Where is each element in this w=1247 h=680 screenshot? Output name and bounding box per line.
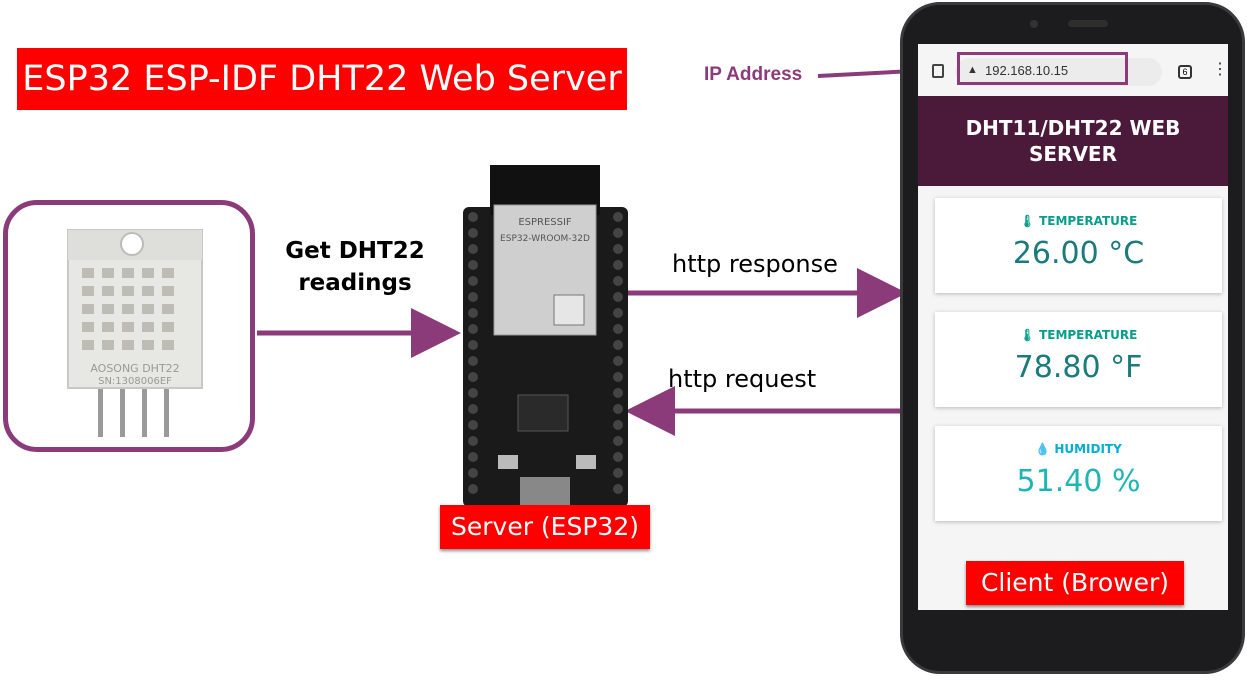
sensor-frame	[3, 200, 255, 452]
sensor-marking-2: SN:1308006EF	[98, 376, 172, 387]
esp32-board-image: ESPRESSIF ESP32-WROOM-32D	[463, 165, 628, 507]
get-readings-label: Get DHT22 readings	[285, 238, 425, 296]
server-label: Server (ESP32)	[440, 505, 650, 549]
temperature-c-value: 26.00 °C	[1012, 236, 1145, 271]
diagram-title: ESP32 ESP-IDF DHT22 Web Server	[17, 48, 627, 110]
temperature-c-label-row: 🌡 TEMPERATURE	[935, 214, 1222, 228]
thermometer-icon: 🌡	[1019, 214, 1035, 228]
tab-count-icon[interactable]: 6	[1178, 65, 1192, 79]
humidity-label-row: 💧 HUMIDITY	[935, 442, 1222, 456]
humidity-card: 💧 HUMIDITY 51.40 %	[935, 426, 1222, 521]
ip-highlight-box	[957, 52, 1128, 85]
temperature-f-value: 78.80 °F	[1014, 350, 1143, 385]
temperature-c-card: 🌡 TEMPERATURE 26.00 °C	[935, 198, 1222, 293]
temperature-f-label-row: 🌡 TEMPERATURE	[935, 328, 1222, 342]
board-marking-2: ESP32-WROOM-32D	[500, 234, 590, 244]
temperature-f-card: 🌡 TEMPERATURE 78.80 °F	[935, 312, 1222, 407]
dht22-sensor-image: AOSONG DHT22 SN:1308006EF	[67, 229, 203, 437]
temperature-c-label: TEMPERATURE	[1039, 214, 1138, 228]
http-request-label: http request	[668, 365, 817, 393]
board-marking-1: ESPRESSIF	[518, 217, 572, 228]
http-response-label: http response	[672, 250, 838, 278]
sensor-marking-1: AOSONG DHT22	[90, 362, 179, 375]
speaker-grille	[1068, 20, 1108, 27]
web-page-title: DHT11/DHT22 WEB SERVER	[918, 96, 1228, 186]
warning-icon: ▲	[967, 64, 978, 76]
humidity-label: HUMIDITY	[1054, 442, 1122, 456]
thermometer-icon: 🌡	[1019, 328, 1035, 342]
web-page-title-text: DHT11/DHT22 WEB SERVER	[965, 116, 1181, 166]
temperature-f-label: TEMPERATURE	[1039, 328, 1138, 342]
more-menu-icon[interactable]: ⋮	[1212, 61, 1228, 78]
url-text[interactable]: 192.168.10.15	[985, 63, 1069, 78]
droplet-icon: 💧	[1035, 442, 1051, 456]
camera-icon	[1030, 20, 1038, 28]
humidity-value: 51.40 %	[1016, 464, 1141, 499]
home-icon[interactable]	[932, 64, 944, 78]
ip-address-label: IP Address	[704, 64, 803, 85]
client-label: Client (Brower)	[966, 561, 1184, 605]
